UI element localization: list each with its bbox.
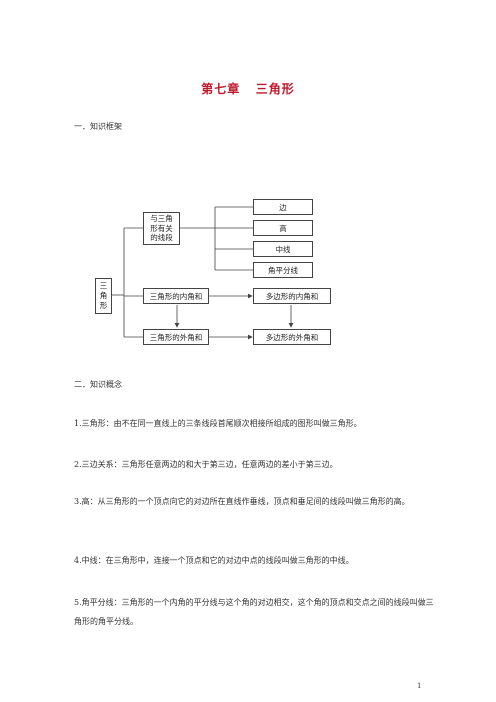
concept-item-side-relation: 2.三边关系：三角形任意两边的和大于第三边，任意两边的差小于第三边。 (74, 460, 338, 469)
diagram-node-angle-bisector: 角平分线 (253, 262, 313, 278)
section-heading-concepts: 二．知识概念 (74, 380, 122, 389)
section-heading-framework: 一．知识框架 (74, 122, 122, 131)
node-text: 形有关 (150, 223, 173, 233)
node-text: 的线段 (150, 233, 173, 243)
diagram-node-polygon-interior-sum: 多边形的内角和 (253, 288, 331, 304)
diagram-node-height: 高 (253, 220, 313, 236)
page-title: 第七章 三角形 (201, 82, 295, 96)
page-number: 1 (417, 682, 422, 690)
node-text: 三 (99, 281, 108, 290)
diagram-node-triangle: 三 角 形 (95, 278, 112, 314)
concept-item-triangle: 1.三角形：由不在同一直线上的三条线段首尾顺次相接所组成的图形叫做三角形。 (74, 419, 362, 428)
diagram-node-polygon-exterior-sum: 多边形的外角和 (253, 329, 331, 345)
node-text: 角 (99, 291, 108, 300)
node-text: 与三角 (150, 214, 173, 224)
concept-item-height: 3.高：从三角形的一个顶点向它的对边所在直线作垂线，顶点和垂足间的线段叫做三角形… (74, 497, 410, 506)
concept-item-angle-bisector: 5.角平分线：三角形的一个内角的平分线与这个角的对边相交，这个角的顶点和交点之间… (74, 598, 434, 626)
diagram-node-exterior-sum: 三角形的外角和 (143, 329, 209, 345)
diagram-node-related-segments: 与三角 形有关 的线段 (143, 212, 180, 245)
concept-item-median: 4.中线：在三角形中，连接一个顶点和它的对边中点的线段叫做三角形的中线。 (74, 556, 354, 565)
diagram-node-edge: 边 (253, 199, 313, 215)
diagram-node-median: 中线 (253, 241, 313, 257)
node-text: 形 (99, 301, 108, 310)
diagram-node-interior-sum: 三角形的内角和 (143, 288, 209, 304)
